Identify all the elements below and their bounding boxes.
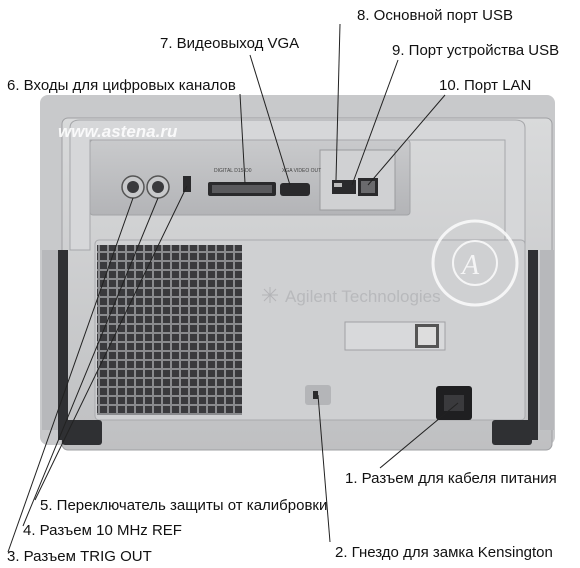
callout-calibration-switch: 5. Переключатель защиты от калибровки xyxy=(40,497,328,514)
calibration-switch xyxy=(183,176,191,192)
callout-lan: 10. Порт LAN xyxy=(439,77,532,94)
callout-usb-host: 8. Основной порт USB xyxy=(357,7,513,24)
left-foot xyxy=(62,420,102,445)
brand-text: Agilent Technologies xyxy=(285,287,441,306)
callout-power-socket: 1. Разъем для кабеля питания xyxy=(345,470,557,487)
callout-digital-inputs: 6. Входы для цифровых каналов xyxy=(7,77,236,94)
power-socket xyxy=(436,386,472,420)
callout-trig-out: 3. Разъем TRIG OUT xyxy=(7,548,152,565)
model-label xyxy=(344,321,446,351)
lan-port xyxy=(358,178,378,196)
watermark-text: www.astena.ru xyxy=(58,122,178,141)
trig-out-connector xyxy=(121,175,145,199)
agilent-logo: Agilent Technologies xyxy=(262,287,441,306)
right-foot xyxy=(492,420,532,445)
usb-device-port xyxy=(344,180,356,194)
svg-text:DIGITAL D15-D0: DIGITAL D15-D0 xyxy=(214,168,252,174)
ref-connector xyxy=(146,175,170,199)
usb-host-port xyxy=(332,180,344,194)
callout-vga: 7. Видеовыход VGA xyxy=(160,35,300,52)
vga-video-out: XGA VIDEO OUT xyxy=(280,168,321,196)
ventilation-grille xyxy=(97,245,242,415)
leader-lines xyxy=(7,23,459,553)
callout-usb-device: 9. Порт устройства USB xyxy=(392,42,560,59)
digital-channel-inputs: DIGITAL D15-D0 xyxy=(208,168,276,196)
astena-seal: A xyxy=(431,219,519,307)
callout-kensington: 2. Гнездо для замка Kensington xyxy=(335,544,553,561)
svg-text:A: A xyxy=(460,250,480,281)
svg-text:XGA VIDEO OUT: XGA VIDEO OUT xyxy=(282,168,321,174)
callout-ref: 4. Разъем 10 MHz REF xyxy=(23,522,182,539)
